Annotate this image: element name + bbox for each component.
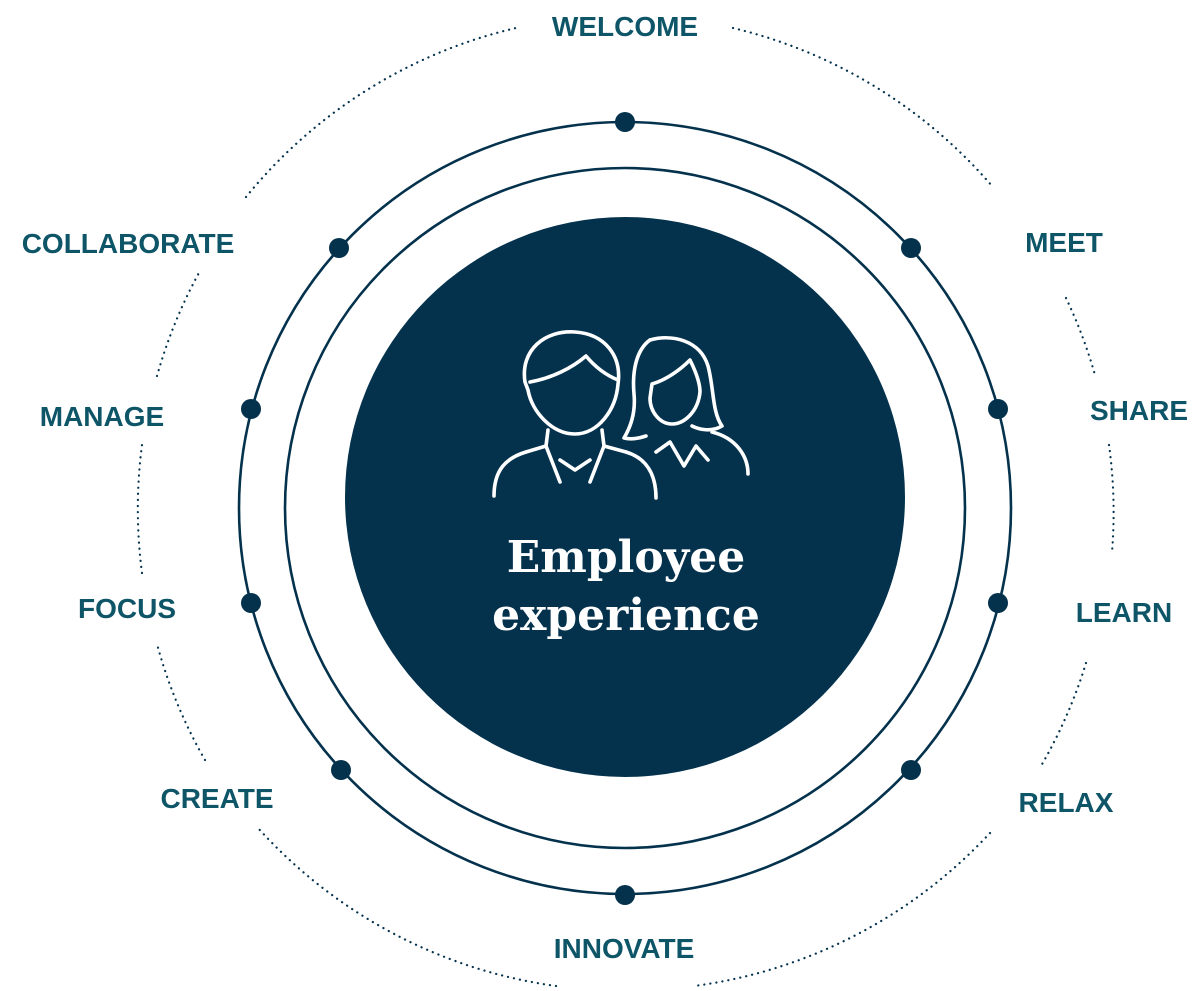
label-collaborate: COLLABORATE [22, 228, 235, 259]
arc-meet-share [1064, 296, 1097, 377]
arc-innovate-create [256, 826, 558, 988]
stage-nodes [241, 112, 1008, 905]
label-create: CREATE [160, 783, 273, 814]
arc-relax-innovate [692, 831, 992, 988]
arc-focus-manage [136, 443, 144, 575]
people-icon [492, 330, 750, 500]
arc-learn-relax [1039, 661, 1088, 768]
center-title-line1: Employee [507, 532, 745, 583]
node-collaborate [329, 238, 349, 258]
arc-collaborate-welcome [244, 26, 518, 199]
node-innovate [615, 885, 635, 905]
label-learn: LEARN [1076, 597, 1172, 628]
label-share: SHARE [1090, 395, 1188, 426]
label-manage: MANAGE [40, 401, 164, 432]
node-meet [901, 238, 921, 258]
node-relax [901, 760, 921, 780]
label-relax: RELAX [1019, 787, 1114, 818]
arc-welcome-meet [731, 26, 994, 188]
center-disc [345, 217, 905, 777]
inner-ring [283, 166, 967, 850]
label-innovate: INNOVATE [554, 933, 695, 964]
arc-share-learn [1107, 443, 1115, 554]
label-welcome: WELCOME [552, 11, 698, 42]
center-title-line2: experience [492, 590, 760, 641]
node-manage [241, 399, 261, 419]
node-welcome [615, 112, 635, 132]
label-meet: MEET [1025, 227, 1103, 258]
node-create [331, 760, 351, 780]
label-focus: FOCUS [78, 593, 176, 624]
arc-create-focus [155, 642, 207, 762]
dotted-connector-arcs [136, 26, 1115, 988]
node-share [988, 399, 1008, 419]
arc-manage-collaborate [155, 269, 202, 378]
node-focus [241, 593, 261, 613]
stage-labels: WELCOME MEET SHARE LEARN RELAX INNOVATE … [22, 11, 1188, 964]
node-learn [988, 593, 1008, 613]
